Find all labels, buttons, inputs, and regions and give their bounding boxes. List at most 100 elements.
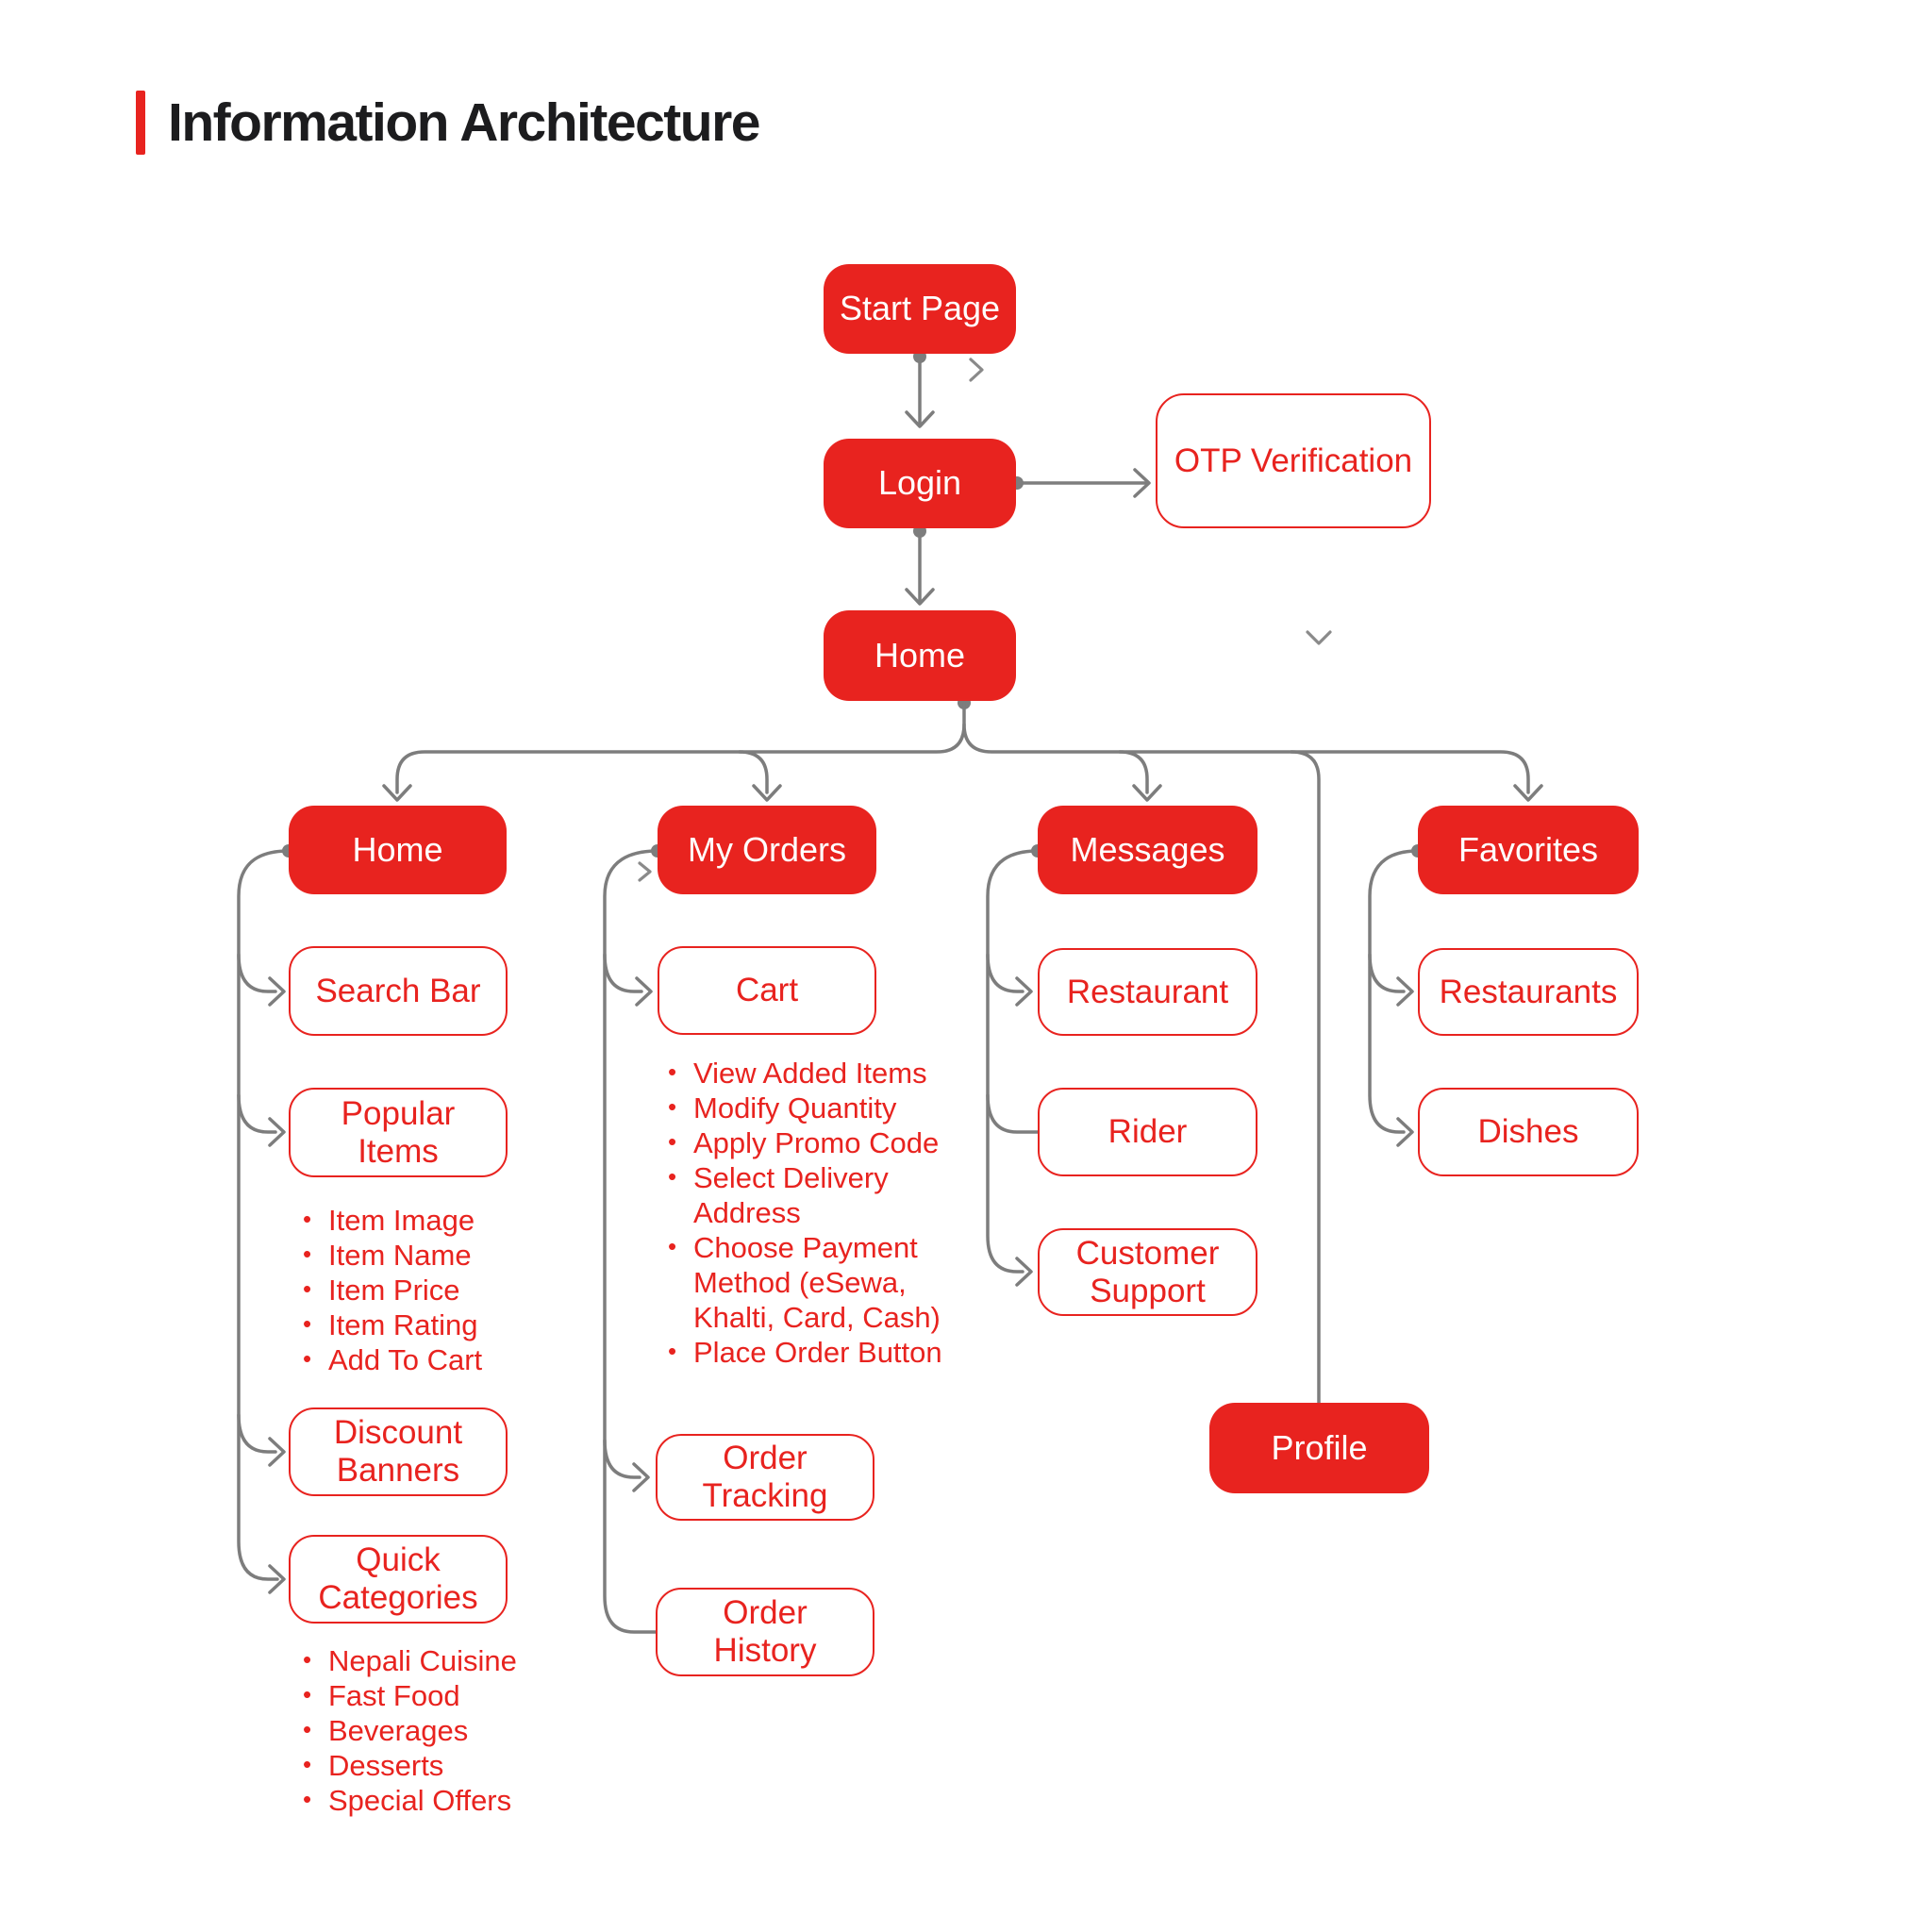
- node-label: Messages: [1070, 829, 1225, 869]
- node-start-page: Start Page: [824, 264, 1016, 354]
- node-label: Home: [352, 829, 443, 869]
- node-popular-items: Popular Items: [289, 1088, 508, 1177]
- bullet-item: Select Delivery Address: [665, 1159, 991, 1230]
- bullet-item: Beverages: [300, 1712, 574, 1748]
- node-label: Popular Items: [341, 1094, 456, 1170]
- arrowhead-down: [905, 410, 935, 428]
- bullet-item: Apply Promo Code: [665, 1124, 991, 1160]
- chevron-down-icon: [1306, 630, 1332, 645]
- node-home-main: Home: [824, 610, 1016, 701]
- branch-restaurant: [986, 953, 1024, 993]
- arrowhead-right: [1015, 1257, 1033, 1287]
- arrowhead-down: [752, 784, 782, 802]
- branch-searchbar: [237, 953, 277, 993]
- bullet-item: Nepali Cuisine: [300, 1642, 574, 1678]
- branch-drop-messages: [1118, 750, 1149, 794]
- bullet-item: Desserts: [300, 1747, 574, 1783]
- branch-popular: [237, 1093, 277, 1134]
- bullet-item: Item Name: [300, 1237, 545, 1273]
- popular-items-bullet-list: Item ImageItem NameItem PriceItem Rating…: [300, 1202, 545, 1377]
- cart-bullet-list: View Added ItemsModify QuantityApply Pro…: [665, 1055, 991, 1370]
- arrowhead-down: [1132, 784, 1162, 802]
- node-label: Cart: [735, 972, 799, 1009]
- node-label: Profile: [1271, 1427, 1368, 1467]
- node-rider: Rider: [1038, 1088, 1257, 1176]
- bullet-item: Fast Food: [300, 1677, 574, 1713]
- node-label: Dishes: [1477, 1113, 1579, 1151]
- page-header: Information Architecture: [136, 91, 760, 155]
- branch-drop-profile: [1290, 750, 1321, 1405]
- quick-categories-bullet-list: Nepali CuisineFast FoodBeveragesDesserts…: [300, 1642, 574, 1818]
- arrowhead-right: [268, 1437, 286, 1467]
- branch-rider: [986, 1093, 1040, 1134]
- arrowhead-right: [632, 1462, 650, 1492]
- node-search-bar: Search Bar: [289, 946, 508, 1036]
- node-discount-banners: Discount Banners: [289, 1407, 508, 1496]
- title-accent-bar: [136, 91, 145, 155]
- bullet-item: Modify Quantity: [665, 1090, 991, 1125]
- arrowhead-right: [1015, 976, 1033, 1007]
- bullet-item: View Added Items: [665, 1055, 991, 1091]
- node-label: Restaurant: [1066, 973, 1229, 1010]
- node-label: Home: [874, 635, 966, 675]
- node-order-tracking: Order Tracking: [656, 1434, 874, 1521]
- node-label: Favorites: [1457, 829, 1599, 869]
- spine-myorders-column: [603, 849, 659, 1634]
- branch-rail-left: [395, 701, 966, 794]
- bullet-item: Special Offers: [300, 1782, 574, 1818]
- node-messages: Messages: [1038, 806, 1257, 894]
- node-quick-categories: Quick Categories: [289, 1535, 508, 1624]
- node-home-tab: Home: [289, 806, 507, 894]
- spine-messages-column: [986, 849, 1040, 1274]
- bullet-item: Item Price: [300, 1272, 545, 1307]
- arrowhead-down: [905, 588, 935, 606]
- node-label: Quick Categories: [318, 1541, 478, 1616]
- node-label: My Orders: [687, 829, 846, 869]
- arrowhead-right: [1396, 976, 1414, 1007]
- node-otp-verification: OTP Verification: [1156, 393, 1431, 528]
- branch-rail-right: [962, 723, 1530, 794]
- chevron-right-icon: [969, 358, 984, 382]
- node-label: OTP Verification: [1174, 441, 1413, 479]
- arrowhead-right: [268, 1564, 286, 1594]
- node-label: Search Bar: [315, 972, 481, 1009]
- node-profile: Profile: [1209, 1403, 1429, 1493]
- arrowhead-right: [1133, 468, 1151, 498]
- bullet-item: Place Order Button: [665, 1334, 991, 1370]
- node-label: Customer Support: [1075, 1234, 1220, 1309]
- node-cart: Cart: [658, 946, 876, 1035]
- arrowhead-down: [1513, 784, 1543, 802]
- node-label: Restaurants: [1439, 973, 1618, 1010]
- arrowhead-right: [268, 976, 286, 1007]
- arrowhead-right: [635, 976, 653, 1007]
- arrowhead-right: [1396, 1117, 1414, 1147]
- node-restaurants: Restaurants: [1418, 948, 1639, 1036]
- node-my-orders: My Orders: [658, 806, 876, 894]
- node-restaurant: Restaurant: [1038, 948, 1257, 1036]
- bullet-item: Choose Payment Method (eSewa, Khalti, Ca…: [665, 1229, 991, 1335]
- branch-discount: [237, 1413, 277, 1454]
- node-customer-support: Customer Support: [1038, 1228, 1257, 1316]
- node-label: Login: [877, 463, 962, 503]
- bullet-item: Item Rating: [300, 1307, 545, 1342]
- branch-cart: [603, 953, 643, 993]
- branch-ordertracking: [603, 1439, 641, 1479]
- spine-home-column: [237, 849, 291, 1581]
- node-favorites: Favorites: [1418, 806, 1639, 894]
- node-dishes: Dishes: [1418, 1088, 1639, 1176]
- chevron-right-icon: [638, 861, 652, 882]
- arrowhead-down: [382, 784, 412, 802]
- spine-favorites-column: [1368, 849, 1420, 1134]
- node-label: Order History: [713, 1594, 817, 1669]
- bullet-item: Add To Cart: [300, 1341, 545, 1377]
- node-label: Rider: [1108, 1113, 1188, 1151]
- node-label: Order Tracking: [702, 1440, 828, 1514]
- branch-restaurants: [1368, 953, 1406, 993]
- arrowhead-right: [268, 1117, 286, 1147]
- node-label: Start Page: [839, 289, 1001, 328]
- node-login: Login: [824, 439, 1016, 528]
- page-title: Information Architecture: [168, 92, 760, 153]
- bullet-item: Item Image: [300, 1202, 545, 1238]
